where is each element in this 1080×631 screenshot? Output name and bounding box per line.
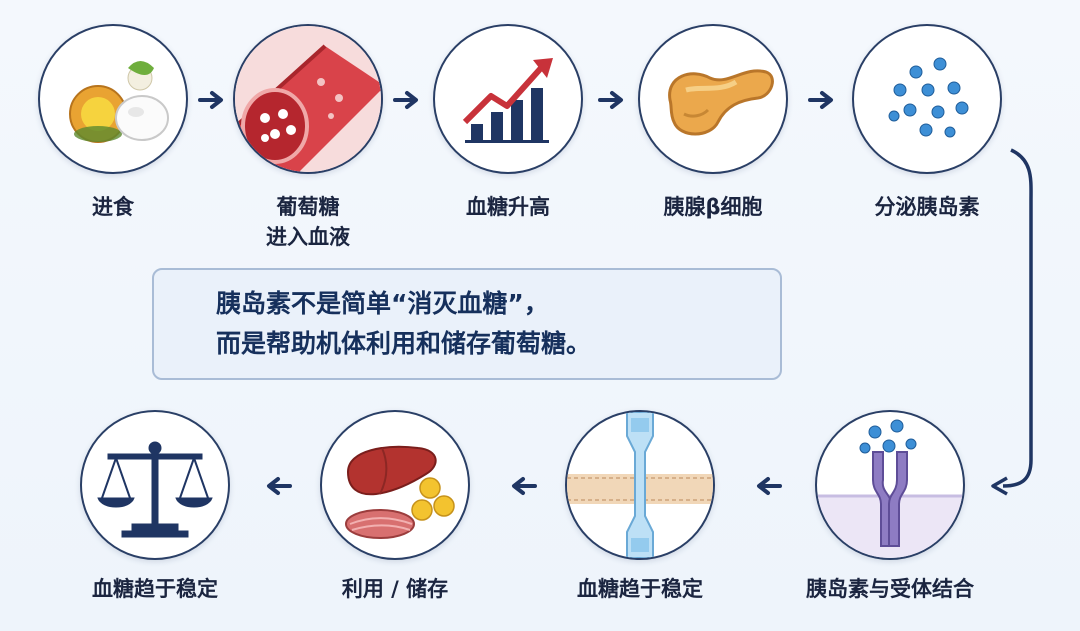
arrow-right-3: [598, 91, 623, 109]
step-pancreas-circle: [638, 24, 788, 174]
step-label-4: 胰腺β细胞: [613, 192, 813, 222]
step-label-text: 血糖升高: [466, 195, 550, 219]
callout-box: 胰岛素不是简单“消灭血糖”， 而是帮助机体利用和储存葡萄糖。: [152, 268, 782, 380]
step-blood-vessel-circle: [233, 24, 383, 174]
step-balance-circle: [80, 410, 230, 560]
callout-line-2: 而是帮助机体利用和储存葡萄糖。: [216, 329, 592, 358]
step-label-7: 血糖趋于稳定: [540, 574, 740, 604]
step-label-text: 利用 / 储存: [341, 577, 449, 601]
step-insulin-circle: [852, 24, 1002, 174]
connector-arrow-down: [991, 148, 1033, 496]
step-label-5: 分泌胰岛素: [827, 192, 1027, 222]
step-food-circle: [38, 24, 188, 174]
step-label-9: 血糖趋于稳定: [55, 574, 255, 604]
arrow-right-1: [198, 91, 223, 109]
step-receptor-circle: [815, 410, 965, 560]
step-label-text: 进入血液: [266, 225, 350, 249]
step-liver-muscle-circle: [320, 410, 470, 560]
arrow-right-2: [393, 91, 418, 109]
arrow-left-3: [267, 477, 292, 495]
step-label-text: 胰腺β细胞: [663, 195, 763, 219]
balance-scale-icon: [97, 441, 213, 538]
receptor-icon: [817, 419, 963, 558]
rising-chart-icon: [462, 58, 553, 143]
step-rising-chart-circle: [433, 24, 583, 174]
step-label-text: 分泌胰岛素: [874, 195, 980, 219]
step-label-text: 进食: [92, 195, 134, 219]
step-label-3: 血糖升高: [408, 192, 608, 222]
step-label-text: 血糖趋于稳定: [92, 577, 218, 601]
pancreas-icon: [668, 69, 774, 136]
step-label-text: 葡萄糖: [276, 195, 340, 219]
step-label-2: 葡萄糖 进入血液: [208, 192, 408, 252]
step-glucose-channel-circle: [565, 410, 715, 560]
food-icon: [69, 61, 169, 143]
step-label-text: 血糖趋于稳定: [577, 577, 703, 601]
glucose-channel-icon: [567, 412, 713, 558]
blood-vessel-icon: [235, 26, 381, 172]
arrow-right-4: [808, 91, 833, 109]
step-label-6: 胰岛素与受体结合: [790, 574, 990, 604]
step-label-8: 利用 / 储存: [295, 574, 495, 604]
arrow-left-2: [512, 477, 537, 495]
insulin-particles-icon: [888, 57, 969, 138]
callout-line-1: 胰岛素不是简单“消灭血糖”，: [216, 289, 549, 318]
step-label-text: 胰岛素与受体结合: [806, 577, 974, 601]
step-label-1: 进食: [13, 192, 213, 222]
liver-muscle-icon: [345, 445, 455, 539]
arrow-left-1: [757, 477, 782, 495]
